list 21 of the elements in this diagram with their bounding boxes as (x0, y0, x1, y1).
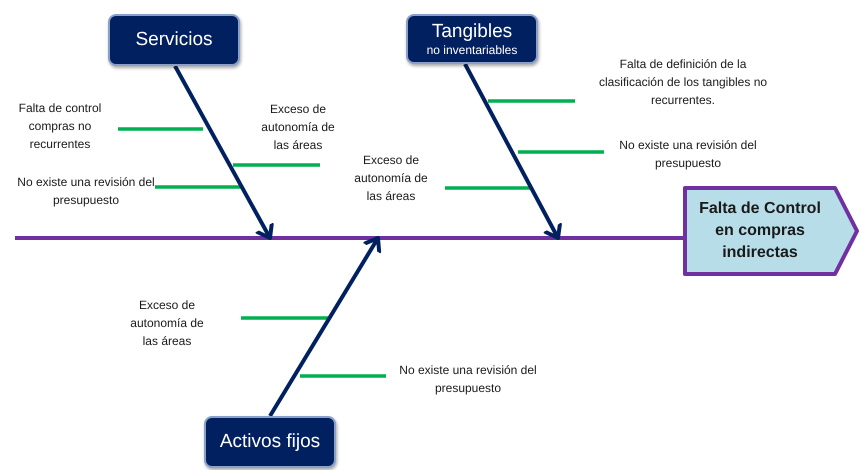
cause-text: Falta de control compras no recurrentes (18, 100, 102, 153)
spine-line (15, 236, 683, 240)
cause-text: No existe una revisión del presupuesto (16, 174, 156, 209)
category-title: Servicios (135, 29, 213, 51)
bone-arrow (463, 63, 562, 240)
cause-text: Falta de definición de la clasificación de los tangibles no recurrentes. (598, 56, 768, 109)
category-title: Tangibles (432, 21, 512, 43)
cause-text: Exceso de autonomía de las áreas (353, 152, 429, 205)
category-title: Activos fijos (220, 431, 320, 453)
category-box (406, 14, 538, 64)
effect-title: Falta de Control en compras indirectas (698, 199, 822, 263)
cause-text: Exceso de autonomía de las áreas (260, 101, 336, 154)
effect-pentagon (683, 186, 859, 276)
cause-text: Exceso de autonomía de las áreas (129, 297, 205, 350)
category-box (108, 14, 240, 66)
category-subtitle: no inventariables (426, 43, 518, 57)
cause-text: No existe una revisión del presupuesto (618, 137, 758, 172)
bone-arrow (173, 65, 274, 240)
cause-text: No existe una revisión del presupuesto (398, 362, 538, 397)
category-box (204, 416, 336, 468)
bone-arrow (268, 236, 382, 418)
